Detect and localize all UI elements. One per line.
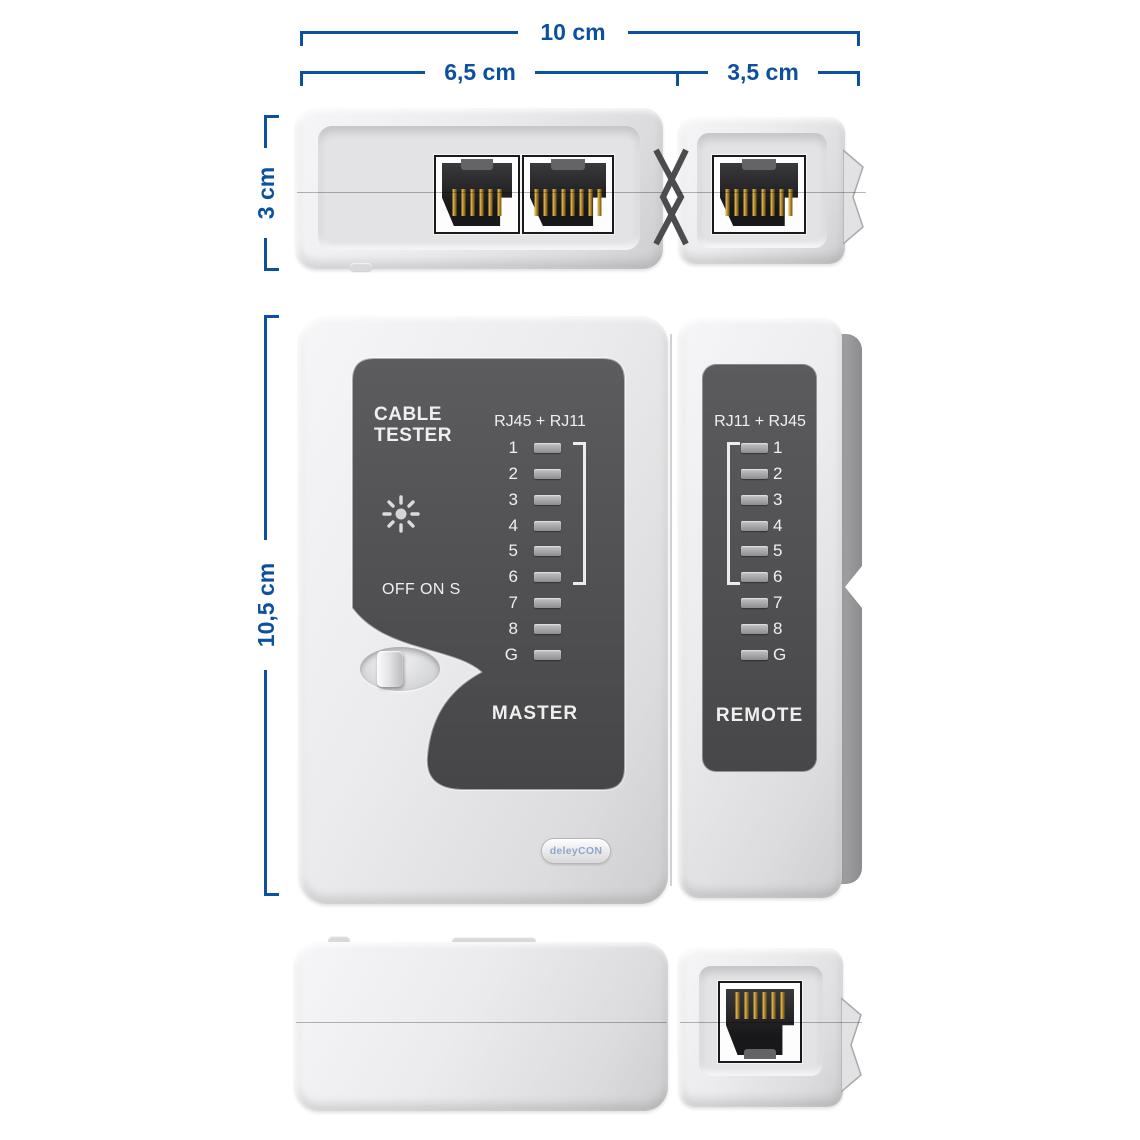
cable-tester-line1: CABLE bbox=[374, 404, 442, 425]
led-label: G bbox=[773, 645, 787, 664]
dim-label-remote-width: 3,5 cm bbox=[708, 59, 818, 85]
led-label: 1 bbox=[773, 438, 783, 457]
dim-tick bbox=[264, 315, 279, 318]
dim-tick bbox=[857, 31, 860, 46]
master-ports-header: RJ45 + RJ11 bbox=[494, 413, 586, 430]
dim-tick bbox=[264, 268, 279, 271]
brand-logo-text: deleyCON bbox=[549, 845, 603, 857]
rj11-port-master-top bbox=[434, 155, 520, 234]
dim-tick bbox=[300, 31, 303, 46]
cable-tester-title: CABLE TESTER bbox=[374, 404, 452, 446]
led-label: 4 bbox=[508, 516, 518, 535]
remote-unit-label: REMOTE bbox=[715, 705, 804, 726]
led-chip bbox=[534, 624, 561, 634]
led-chip bbox=[534, 572, 561, 582]
dim-tick bbox=[300, 71, 303, 86]
brand-badge: deleyCON bbox=[541, 838, 611, 864]
led-chip bbox=[741, 572, 768, 582]
rj45-pins bbox=[534, 188, 602, 216]
master-face-panel bbox=[351, 357, 626, 791]
master-top-foot bbox=[350, 263, 372, 271]
top-seam-line bbox=[297, 192, 663, 193]
rj11-port-remote-bottom bbox=[718, 981, 802, 1063]
bottom-seam-line-remote bbox=[680, 1022, 862, 1023]
led-chip bbox=[741, 650, 768, 660]
sun-burst-icon bbox=[382, 495, 420, 533]
master-bottom-view-body bbox=[295, 942, 668, 1111]
remote-side-tab-top bbox=[843, 149, 864, 245]
remote-side-tab-bottom bbox=[841, 997, 862, 1093]
top-seam-line-remote bbox=[680, 192, 866, 193]
led-label: 4 bbox=[773, 516, 783, 535]
dim-label-front-height: 10,5 cm bbox=[253, 540, 279, 670]
power-switch-knob bbox=[377, 651, 403, 687]
rj11-pins bbox=[735, 992, 785, 1019]
led-chip bbox=[534, 521, 561, 531]
led-label: 1 bbox=[508, 438, 518, 457]
master-bottom-foot bbox=[328, 936, 350, 945]
led-chip bbox=[534, 546, 561, 556]
led-chip bbox=[534, 469, 561, 479]
led-chip bbox=[534, 598, 561, 608]
master-unit-label: MASTER bbox=[491, 703, 579, 724]
led-chip bbox=[534, 650, 561, 660]
led-chip bbox=[741, 495, 768, 505]
dim-tick bbox=[264, 893, 279, 896]
interlock-notch-top bbox=[653, 148, 689, 246]
switch-label: OFF ON S bbox=[382, 581, 461, 598]
bottom-seam-line bbox=[296, 1022, 667, 1023]
front-junction-shadow bbox=[670, 334, 672, 886]
led-label: 6 bbox=[508, 567, 518, 586]
rj11-pins bbox=[452, 188, 502, 216]
master-pair-bracket bbox=[573, 442, 586, 585]
led-label: 3 bbox=[508, 490, 518, 509]
dim-label-master-width: 6,5 cm bbox=[425, 59, 535, 85]
dim-label-side-height: 3 cm bbox=[253, 148, 279, 238]
led-label: 8 bbox=[773, 619, 783, 638]
led-label: 5 bbox=[508, 541, 518, 560]
led-label: 7 bbox=[508, 593, 518, 612]
rj11-latch-tab bbox=[744, 1049, 776, 1059]
remote-ports-header: RJ11 + RJ45 bbox=[714, 413, 806, 430]
dim-tick bbox=[264, 115, 279, 118]
master-bottom-bump bbox=[452, 937, 536, 945]
cable-tester-line2: TESTER bbox=[374, 425, 452, 446]
led-chip bbox=[741, 598, 768, 608]
rj45-latch-tab bbox=[551, 159, 585, 170]
dim-label-total-width: 10 cm bbox=[518, 19, 628, 45]
led-label: 6 bbox=[773, 567, 783, 586]
led-chip bbox=[534, 443, 561, 453]
rj45-port-master-top bbox=[522, 155, 614, 234]
led-label: 2 bbox=[773, 464, 783, 483]
dim-tick bbox=[676, 71, 679, 86]
remote-face-panel bbox=[702, 364, 817, 772]
rj45-port-remote-top bbox=[712, 155, 806, 234]
rj11-latch-tab bbox=[461, 159, 493, 170]
rj45-pins bbox=[725, 188, 793, 216]
led-chip bbox=[534, 495, 561, 505]
led-chip bbox=[741, 624, 768, 634]
remote-pair-bracket bbox=[727, 442, 740, 585]
led-chip bbox=[741, 443, 768, 453]
led-label: 7 bbox=[773, 593, 783, 612]
led-chip bbox=[741, 469, 768, 479]
led-label: 5 bbox=[773, 541, 783, 560]
led-label: 2 bbox=[508, 464, 518, 483]
rj45-latch-tab bbox=[742, 159, 776, 170]
dim-tick bbox=[857, 71, 860, 86]
led-chip bbox=[741, 521, 768, 531]
led-label: 3 bbox=[773, 490, 783, 509]
led-label: G bbox=[504, 645, 518, 664]
led-label: 8 bbox=[508, 619, 518, 638]
led-chip bbox=[741, 546, 768, 556]
